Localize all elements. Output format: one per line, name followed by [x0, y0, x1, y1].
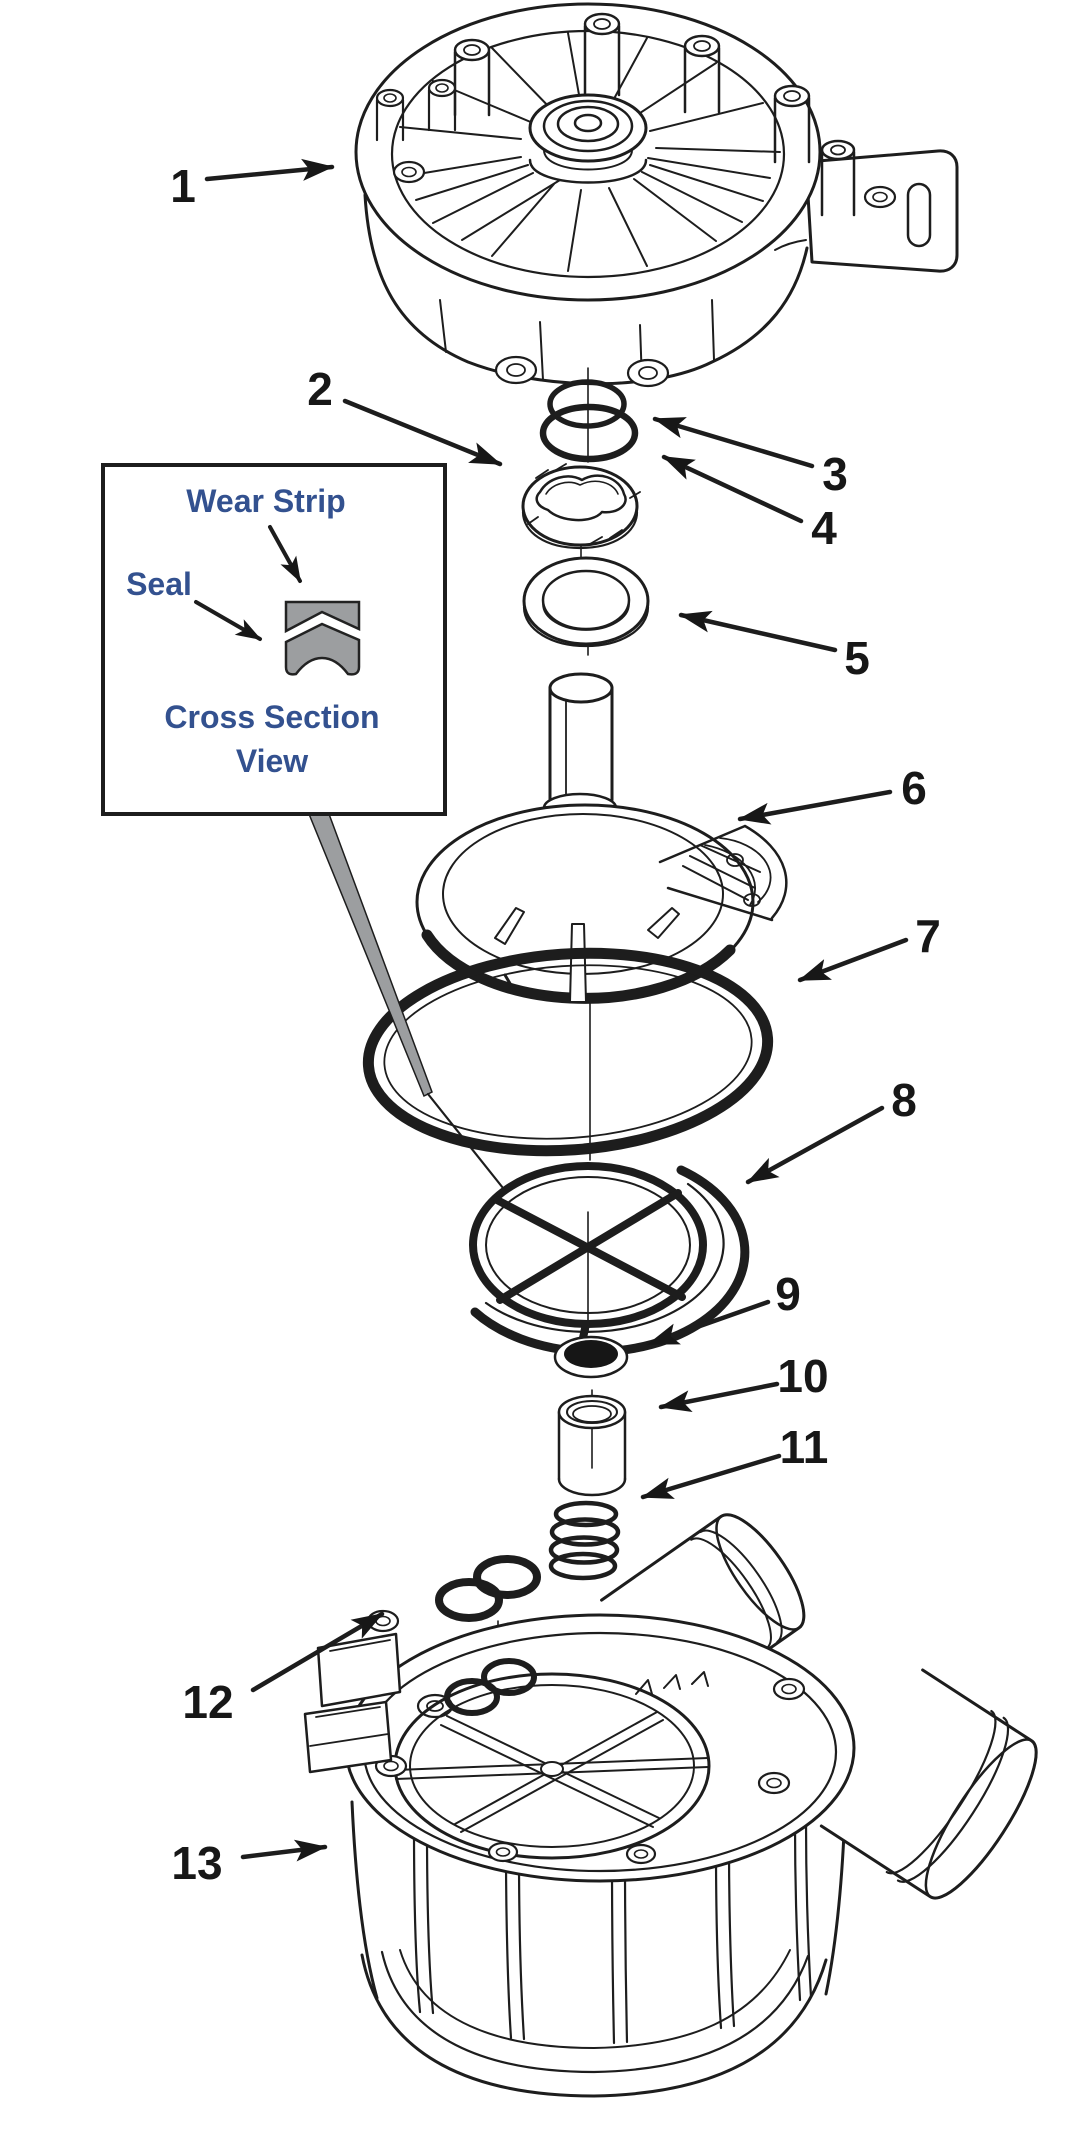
part-label-9: 9	[775, 1268, 801, 1320]
part-label-12: 12	[182, 1676, 233, 1728]
part-leader-2	[342, 398, 503, 467]
part-leader-5	[678, 610, 838, 653]
cross-section-callout: Wear Strip Seal Cross Section View	[101, 463, 447, 816]
part-labels: 1 2 3 4 5 6 7 8 9 10 11 12 13	[170, 158, 941, 1889]
valve-body	[303, 1513, 1038, 2098]
part-label-6: 6	[901, 762, 927, 814]
wear-strip-cross-section	[284, 600, 361, 634]
diverter	[415, 672, 788, 1004]
part-label-5: 5	[844, 632, 870, 684]
part-leader-10	[658, 1381, 780, 1412]
callout-caption-line2: View	[236, 743, 308, 779]
part-leader-12	[250, 1611, 385, 1693]
wear-strip-arrow	[268, 525, 302, 583]
part-leader-9	[646, 1299, 771, 1347]
part-leader-11	[640, 1453, 782, 1500]
wear-strip-label: Wear Strip	[186, 483, 345, 519]
cover-o-ring	[362, 947, 774, 1157]
stem-washer	[553, 1335, 629, 1379]
diverter-spring	[548, 1500, 621, 1581]
part-leader-8	[745, 1105, 885, 1185]
part-label-2: 2	[307, 363, 333, 415]
part-leader-3	[652, 416, 815, 469]
cover-bolt-towers	[375, 12, 856, 217]
o-ring-small	[547, 379, 627, 429]
seal-washer	[522, 556, 650, 648]
part-label-1: 1	[170, 160, 196, 212]
o-ring-medium	[539, 403, 639, 463]
part-label-4: 4	[811, 502, 837, 554]
callout-caption-line1: Cross Section	[164, 699, 379, 735]
seal-cross-section	[284, 622, 361, 676]
part-label-7: 7	[915, 910, 941, 962]
part-label-8: 8	[891, 1074, 917, 1126]
part-label-10: 10	[777, 1350, 828, 1402]
cover-fan-ribs	[399, 32, 781, 272]
part-label-11: 11	[780, 1421, 829, 1473]
valve-cover-assembly	[354, 2, 959, 388]
part-leader-1	[204, 158, 335, 182]
side-port	[819, 1668, 1038, 1900]
stem-bushing	[557, 1389, 627, 1497]
shaft-seal	[521, 463, 641, 550]
seal-label: Seal	[126, 566, 192, 602]
part-leader-7	[797, 937, 909, 983]
part-label-13: 13	[171, 1837, 222, 1889]
callout-box	[101, 463, 447, 816]
part-leader-13	[240, 1839, 328, 1862]
part-leader-6	[737, 789, 893, 825]
seal-arrow	[194, 600, 262, 641]
part-label-3: 3	[822, 448, 848, 500]
part-leader-4	[661, 454, 804, 524]
